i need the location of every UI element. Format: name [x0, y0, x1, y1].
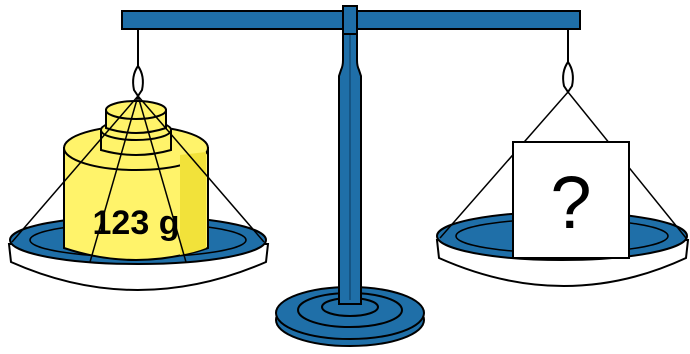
scale-post: [339, 8, 361, 304]
left-hanger: [133, 29, 143, 96]
weight-label: 123 g: [93, 204, 180, 242]
mystery-label: ?: [550, 161, 591, 244]
scale-beam: [122, 6, 580, 34]
right-hanger: [563, 29, 573, 92]
